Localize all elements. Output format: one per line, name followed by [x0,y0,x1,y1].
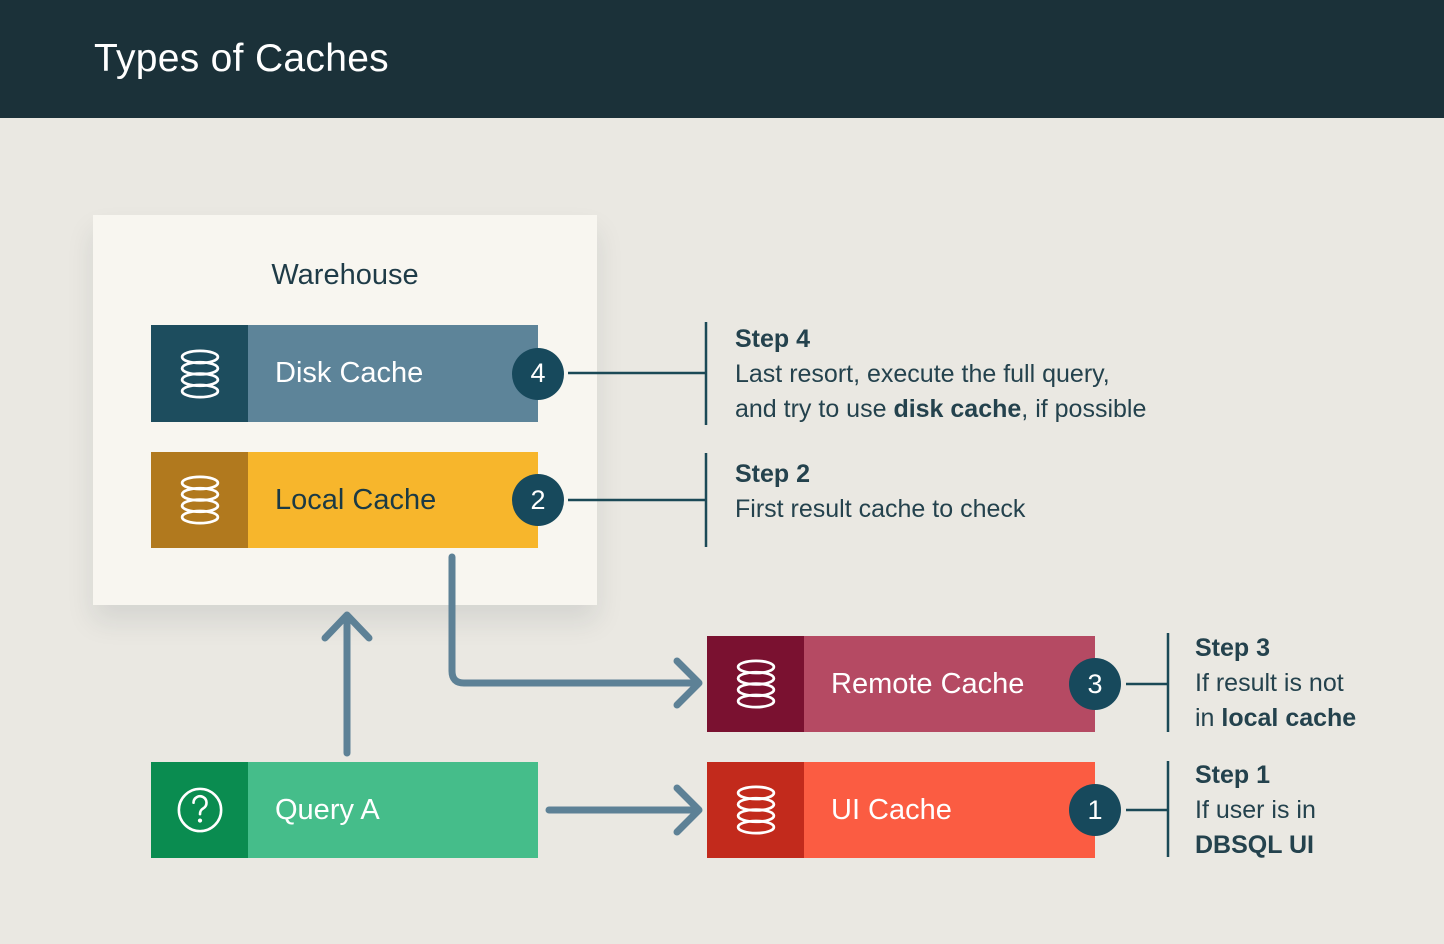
warehouse-label: Warehouse [271,259,419,291]
remote-cache-step-badge: 3 [1069,658,1121,710]
step4-note: Step 4 Last resort, execute the full que… [735,322,1146,427]
step3-line2-bold: local cache [1221,704,1357,732]
remote-cache-label: Remote Cache [831,667,1025,700]
step3-line2: in local cache [1195,701,1356,736]
arrow-local-to-remote-head [673,657,703,709]
step1-line1: If user is in [1195,796,1316,824]
connector-step1 [1126,761,1170,857]
step3-line1: If result is not [1195,669,1344,697]
database-icon [736,659,775,709]
ui-cache-node: UI Cache 1 [707,762,1121,858]
step3-line2-pre: in [1195,704,1222,732]
step1-line2: DBSQL UI [1195,828,1316,863]
local-cache-icon-box [151,452,248,548]
step4-line2: and try to use disk cache, if possible [735,392,1146,427]
step2-note: Step 2 First result cache to check [735,457,1025,527]
arrow-query-to-ui-head [673,784,703,836]
remote-cache-icon-box [707,636,804,732]
local-cache-node: Local Cache 2 [151,452,564,548]
query-a-node: Query A [151,762,538,858]
step4-line1: Last resort, execute the full query, [735,360,1110,388]
header-bar: Types of Caches [0,0,1444,118]
query-a-label: Query A [275,793,380,826]
connector-step3 [1126,633,1170,732]
remote-cache-node: Remote Cache 3 [707,636,1121,732]
question-icon [177,787,222,833]
disk-cache-step-badge: 4 [512,347,564,400]
query-a-icon-box [151,762,248,858]
step4-line2-pre: and try to use [735,395,894,423]
step1-title: Step 1 [1195,761,1271,789]
local-cache-step-badge: 2 [512,474,564,526]
ui-cache-step-badge: 1 [1069,784,1121,836]
step2-title: Step 2 [735,460,811,488]
step4-title: Step 4 [735,325,811,353]
disk-cache-label: Disk Cache [275,357,424,389]
step1-line2-bold: DBSQL UI [1195,831,1314,859]
step3-title: Step 3 [1195,634,1271,662]
ui-cache-label: UI Cache [831,793,952,826]
database-icon [180,475,219,525]
local-cache-label: Local Cache [275,483,437,516]
disk-cache-node: Disk Cache 4 [151,325,564,422]
arrow-query-to-warehouse-head [321,611,373,642]
step2-line1: First result cache to check [735,495,1026,523]
step4-line2-bold: disk cache [893,395,1022,423]
step4-line2-post: , if possible [1021,395,1147,423]
ui-cache-icon-box [707,762,804,858]
step3-note: Step 3 If result is not in local cache [1195,631,1356,736]
database-icon [736,785,775,835]
database-icon [180,348,219,399]
step1-note: Step 1 If user is in DBSQL UI [1195,758,1316,863]
disk-cache-icon-box [151,325,248,422]
page-title: Types of Caches [94,37,389,80]
